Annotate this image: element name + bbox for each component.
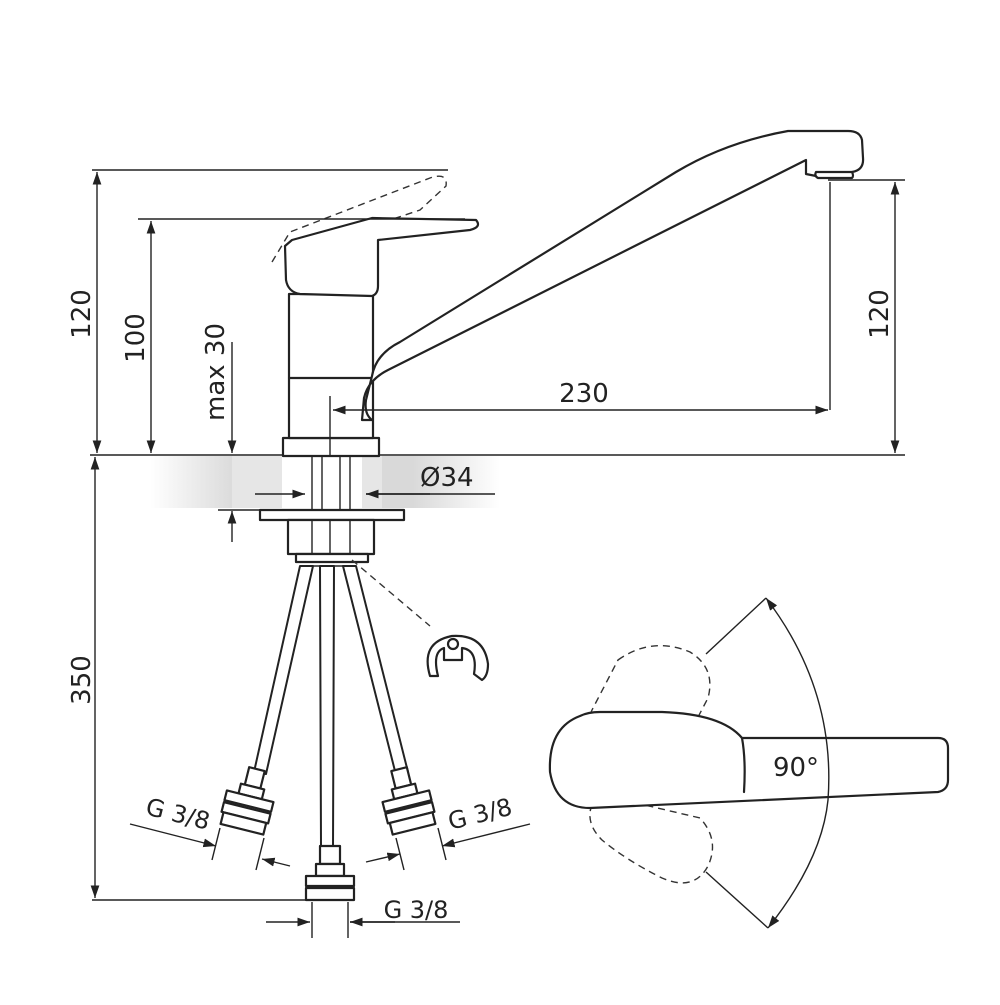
countertop-section	[90, 454, 905, 508]
dim-hole-diameter: Ø34	[420, 463, 474, 493]
fitting-left	[219, 766, 275, 836]
dim-overall-height-left: 120	[67, 289, 97, 339]
dim-body-height: 100	[121, 313, 151, 363]
dimension-lines-upper	[92, 169, 905, 542]
dim-hose-length: 350	[67, 655, 97, 705]
dim-max-counter: max 30	[201, 323, 231, 421]
dim-connection-bottom: G 3/8	[384, 896, 449, 924]
spout	[360, 129, 865, 422]
dimension-lines-lower	[90, 457, 531, 938]
supply-hoses	[253, 565, 409, 849]
dim-rotation-angle: 90°	[773, 753, 819, 783]
dim-connection-right: G 3/8	[445, 793, 515, 836]
faucet-body	[281, 292, 381, 458]
dim-spout-height-right: 120	[865, 289, 895, 339]
retaining-clip-detail	[351, 559, 490, 682]
dim-spout-reach: 230	[559, 379, 609, 409]
fitting-bottom	[304, 844, 356, 902]
mounting-hardware	[255, 456, 495, 564]
dim-connection-left: G 3/8	[143, 793, 213, 836]
fitting-right	[381, 766, 437, 836]
handle-top-view	[548, 597, 950, 929]
lever-handle	[271, 175, 480, 298]
